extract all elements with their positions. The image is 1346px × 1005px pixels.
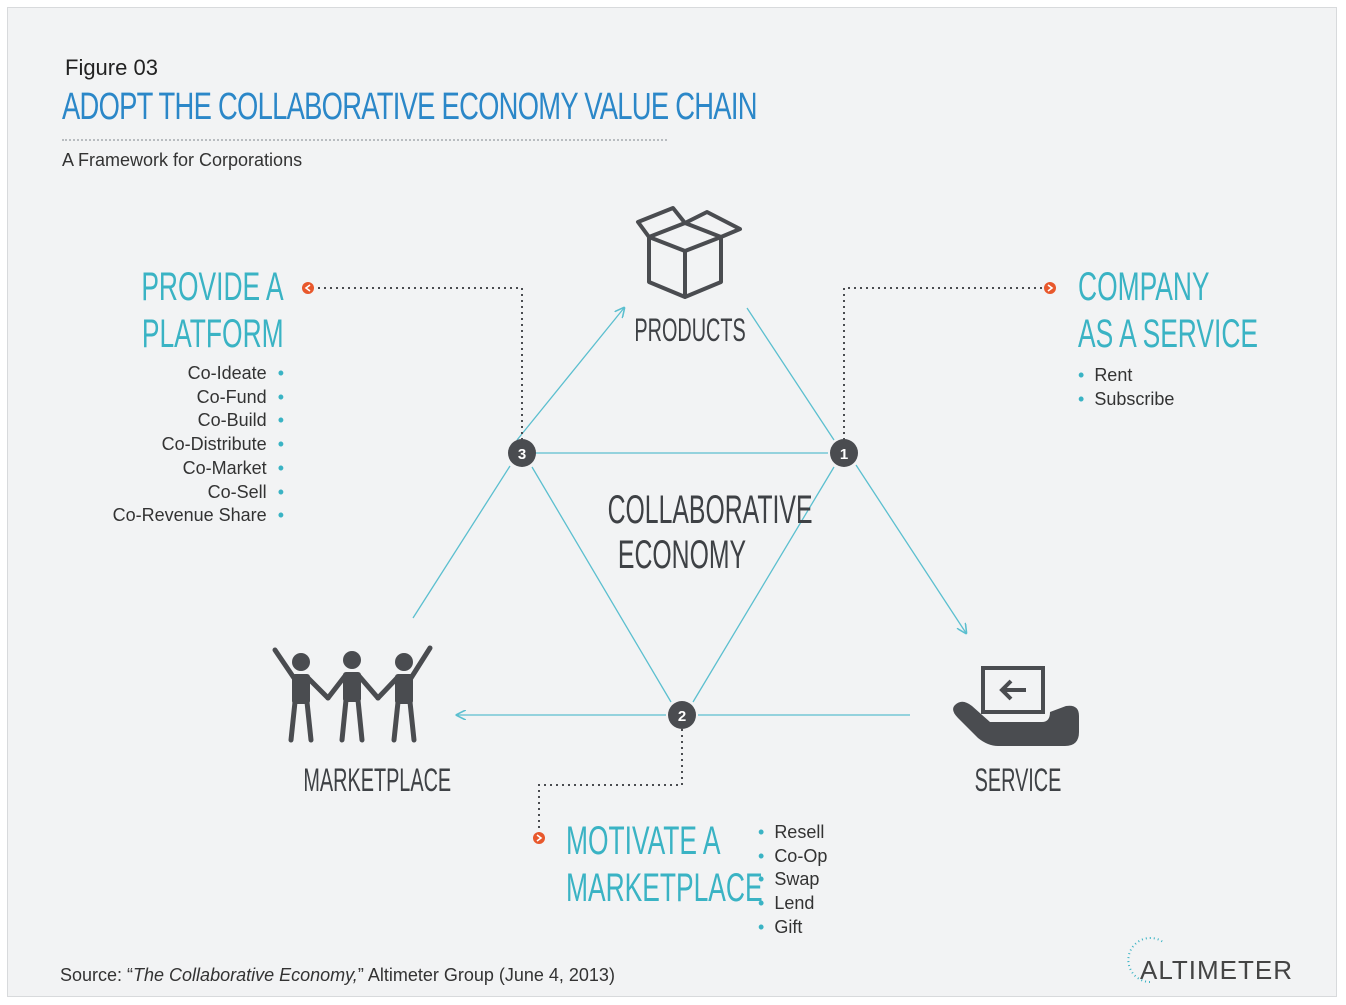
platform-list-item: Co-Build xyxy=(113,409,284,433)
figure-subtitle: A Framework for Corporations xyxy=(62,150,303,170)
center-label: COLLABORATIVE ECONOMY xyxy=(607,488,813,578)
platform-heading-line-1: PROVIDE A xyxy=(141,265,284,309)
platform-list-item: Co-Distribute xyxy=(113,433,284,457)
platform-list: Co-IdeateCo-FundCo-BuildCo-DistributeCo-… xyxy=(113,362,284,528)
products-label: PRODUCTS xyxy=(634,312,746,348)
box-icon xyxy=(636,206,742,299)
company-heading-line-2: AS A SERVICE xyxy=(1078,312,1259,356)
orange-marker-platform xyxy=(302,282,314,294)
platform-list-item: Co-Fund xyxy=(113,386,284,410)
edge-1-2 xyxy=(692,466,835,703)
altimeter-logo: ALTIMETER xyxy=(1140,955,1293,985)
badge-1-number: 1 xyxy=(840,446,848,463)
marketplace-list-item: Resell xyxy=(758,821,827,845)
marketplace-list: ResellCo-OpSwapLendGift xyxy=(758,821,827,940)
badge-3 xyxy=(508,439,536,467)
figure-number: Figure 03 xyxy=(65,55,158,80)
arrow-to-products xyxy=(516,308,624,441)
service-label: SERVICE xyxy=(974,762,1062,798)
center-line-2: ECONOMY xyxy=(617,533,747,577)
edge-products-1 xyxy=(746,307,835,441)
company-heading-line-1: COMPANY xyxy=(1078,265,1210,309)
connector-1-company xyxy=(843,287,1044,440)
platform-list-item: Co-Ideate xyxy=(113,362,284,386)
badge-2 xyxy=(668,701,696,729)
marketplace-list-item: Swap xyxy=(758,868,827,892)
orange-marker-marketplace xyxy=(533,832,545,844)
badge-2-number: 2 xyxy=(678,708,686,725)
connector-2-marketplace xyxy=(538,729,683,830)
center-line-1: COLLABORATIVE xyxy=(607,488,813,532)
marketplace-list-item: Co-Op xyxy=(758,845,827,869)
arrow-to-service xyxy=(855,464,966,633)
platform-list-item: Co-Sell xyxy=(113,481,284,505)
people-icon xyxy=(272,645,433,743)
marketplace-heading: MOTIVATE A MARKETPLACE xyxy=(566,818,763,912)
orange-marker-company xyxy=(1044,282,1056,294)
marketplace-label: MARKETPLACE xyxy=(303,762,452,798)
edge-marketplace-3 xyxy=(412,465,511,619)
connector-3-platform xyxy=(318,287,523,440)
edge-3-2 xyxy=(531,466,672,703)
badge-3-number: 3 xyxy=(518,446,526,463)
title-divider xyxy=(62,139,667,141)
company-list-item: Rent xyxy=(1078,364,1174,388)
source-citation: Source: “The Collaborative Economy,” Alt… xyxy=(60,965,615,985)
company-list-item: Subscribe xyxy=(1078,388,1174,412)
hand-screen-icon xyxy=(953,666,1079,746)
marketplace-heading-line-1: MOTIVATE A xyxy=(566,819,721,863)
source-title: The Collaborative Economy, xyxy=(133,965,358,985)
platform-heading: PROVIDE A PLATFORM xyxy=(142,264,284,358)
company-heading: COMPANY AS A SERVICE xyxy=(1078,264,1258,358)
marketplace-heading-line-2: MARKETPLACE xyxy=(566,866,763,910)
platform-heading-line-2: PLATFORM xyxy=(142,312,284,356)
platform-list-item: Co-Revenue Share xyxy=(113,504,284,528)
platform-list-item: Co-Market xyxy=(113,457,284,481)
company-list: RentSubscribe xyxy=(1078,364,1174,411)
marketplace-list-item: Lend xyxy=(758,892,827,916)
marketplace-list-item: Gift xyxy=(758,916,827,940)
badge-1 xyxy=(830,439,858,467)
figure-title: ADOPT THE COLLABORATIVE ECONOMY VALUE CH… xyxy=(62,86,757,128)
